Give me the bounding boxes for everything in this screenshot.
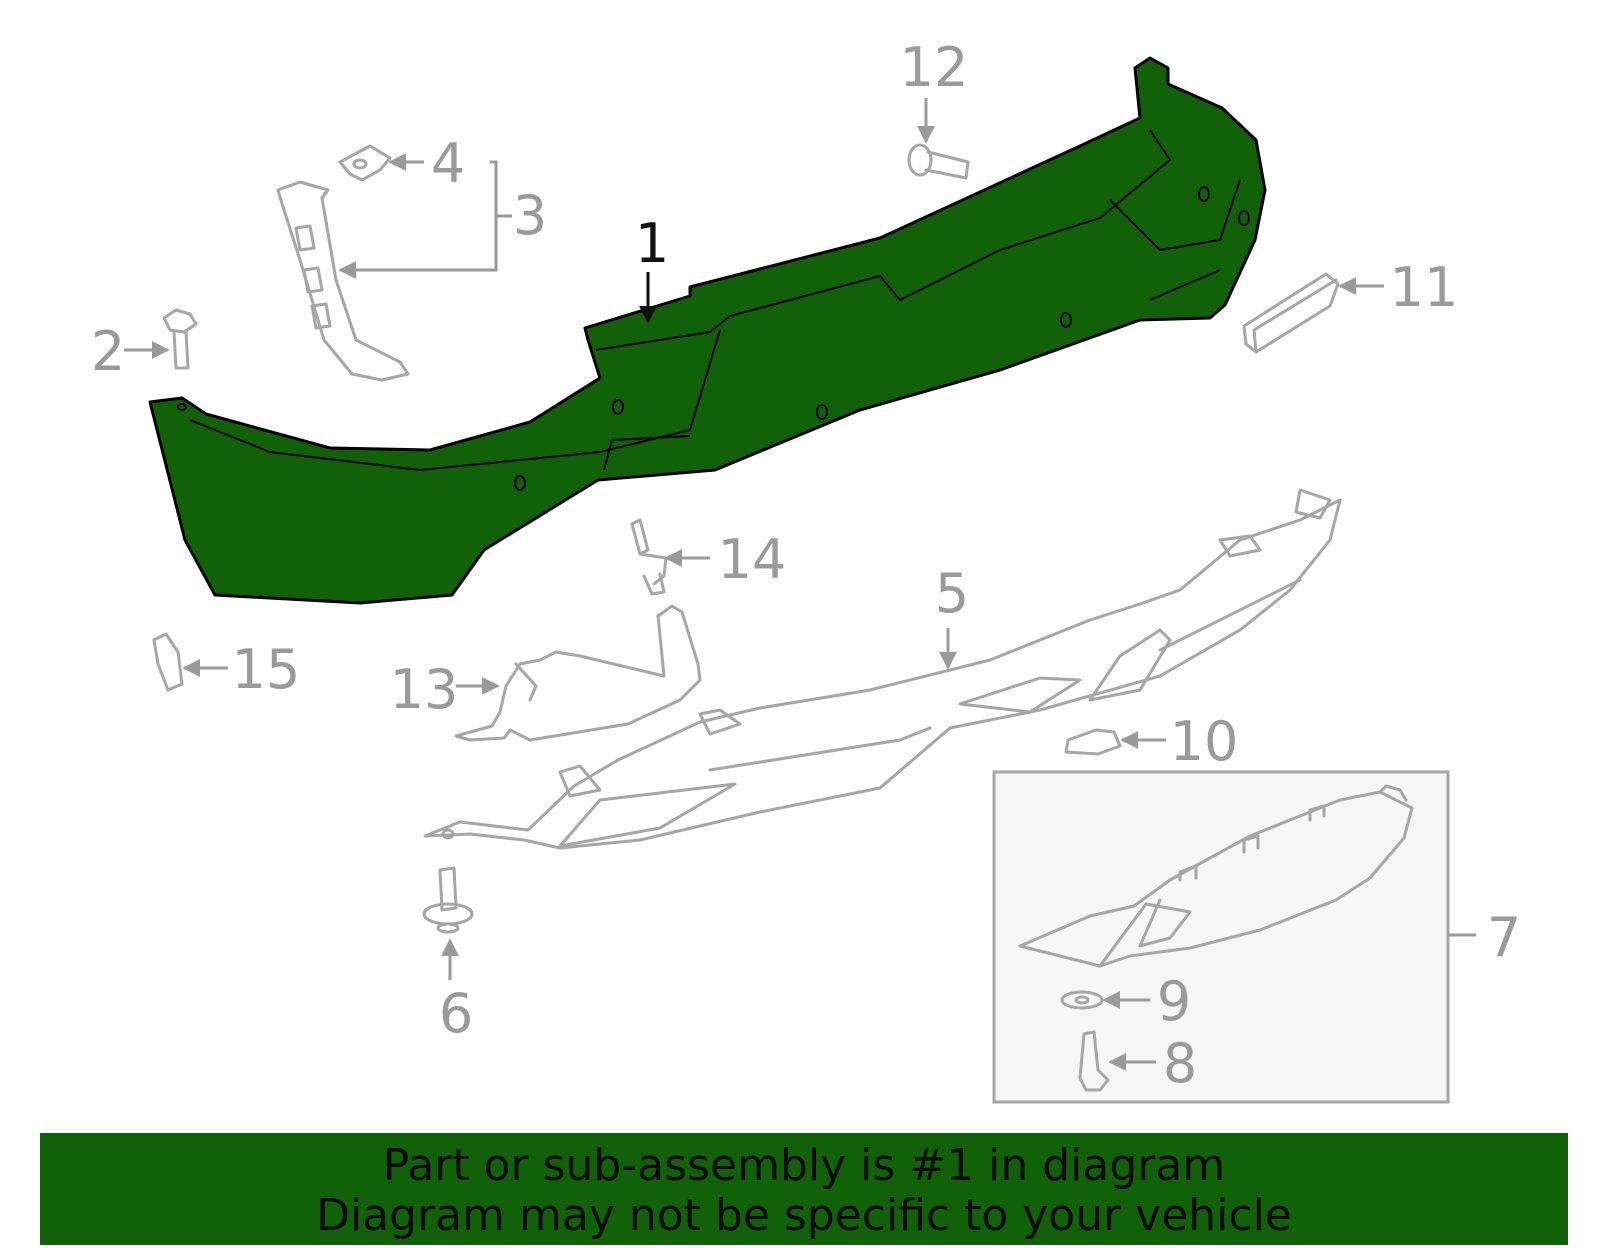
disclaimer-banner: Part or sub-assembly is #1 in diagram Di… xyxy=(40,1133,1568,1245)
washer-part-9[interactable] xyxy=(1060,990,1104,1010)
part-7-inset-box xyxy=(992,770,1450,1104)
clip-nut-part-4[interactable] xyxy=(338,144,392,182)
callout-9: 9 xyxy=(1157,970,1191,1033)
callout-6: 6 xyxy=(439,982,473,1045)
callout-1: 1 xyxy=(635,212,669,275)
reflector-part-11[interactable] xyxy=(1242,272,1340,354)
bracket-part-3[interactable] xyxy=(276,180,410,382)
trim-part-7[interactable] xyxy=(1018,784,1414,968)
callout-7: 7 xyxy=(1487,906,1521,969)
callout-3: 3 xyxy=(513,184,547,247)
stud-part-8[interactable] xyxy=(1078,1030,1110,1092)
clip-part-10[interactable] xyxy=(1064,728,1122,756)
callout-15: 15 xyxy=(232,638,301,701)
bolt-part-2[interactable] xyxy=(162,308,198,370)
callout-14: 14 xyxy=(718,528,787,591)
lower-valance-part-5[interactable] xyxy=(423,488,1342,850)
bracket-part-13[interactable] xyxy=(454,604,702,742)
bumper-cover-part-1[interactable] xyxy=(148,56,1267,605)
rivet-part-14[interactable] xyxy=(630,518,668,596)
callout-5: 5 xyxy=(935,562,969,625)
banner-line-2: Diagram may not be specific to your vehi… xyxy=(316,1190,1292,1241)
screw-part-12[interactable] xyxy=(907,143,970,180)
push-pin-part-6[interactable] xyxy=(422,866,474,934)
callout-10: 10 xyxy=(1170,710,1239,773)
callout-11: 11 xyxy=(1390,256,1459,319)
callout-13: 13 xyxy=(390,658,459,721)
banner-line-1: Part or sub-assembly is #1 in diagram xyxy=(382,1140,1226,1191)
callout-12: 12 xyxy=(900,36,969,99)
callout-2: 2 xyxy=(91,320,125,383)
callout-8: 8 xyxy=(1163,1032,1197,1095)
callout-4: 4 xyxy=(431,132,465,195)
clip-part-15[interactable] xyxy=(152,632,184,692)
